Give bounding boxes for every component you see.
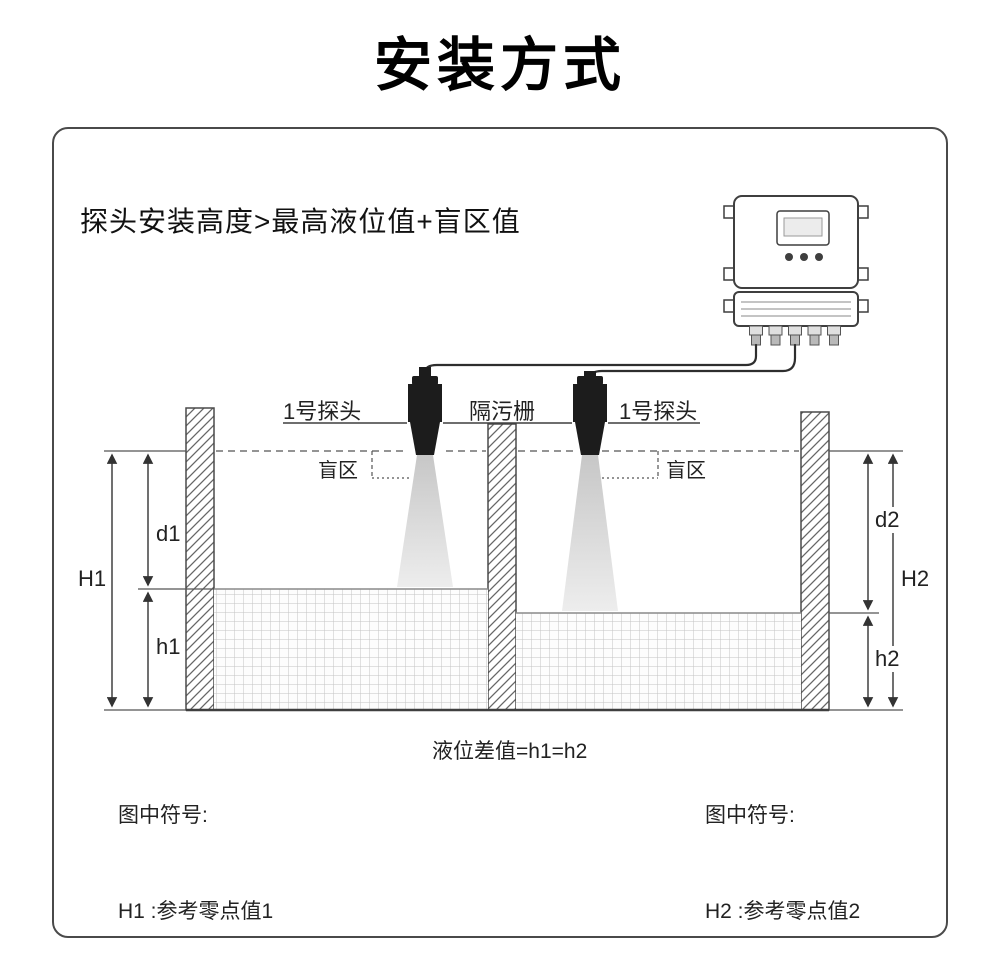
- controller-screen-display: [783, 217, 823, 237]
- controller-device: [723, 195, 869, 346]
- probe-right-label: 1号探头: [619, 399, 698, 424]
- dim-label-H2: H2: [901, 566, 930, 591]
- cable-glands: [749, 325, 841, 346]
- tank-wall-middle: [487, 423, 517, 711]
- controller-terminal-vents: [741, 301, 851, 317]
- dim-label-h1: h1: [153, 634, 184, 660]
- probe-left: [408, 367, 442, 455]
- legend-left-title: 图中符号:: [118, 804, 208, 827]
- water-right-tank: [516, 612, 801, 710]
- legend-right-line1: H2 :参考零点值2: [705, 900, 861, 923]
- diagram-frame: [52, 127, 948, 938]
- tank-wall-right: [800, 411, 830, 711]
- tank-wall-left: [185, 407, 215, 711]
- blind-zone-marker-right: [602, 451, 659, 479]
- legend-left-line1: H1 :参考零点值1: [118, 900, 274, 923]
- probe-right: [573, 371, 607, 455]
- ultrasonic-beam-left: [397, 455, 453, 587]
- legend-left: 图中符号: H1 :参考零点值1 d1 :距离值1 h1:物位值1 h1=H1-…: [118, 736, 326, 966]
- dim-label-H1: H1: [78, 566, 107, 591]
- blind-zone-left-label: 盲区: [318, 460, 358, 482]
- probe-left-label: 1号探头: [283, 399, 362, 424]
- dim-label-d2: d2: [872, 507, 903, 533]
- legend-right: 图中符号: H2 :参考零点值2 d2 :距离值2 h2:物位值2 h2=H2-…: [705, 736, 913, 966]
- dim-label-d1: d1: [153, 521, 184, 547]
- ultrasonic-beam-right: [562, 455, 618, 611]
- blind-zone-marker-left: [371, 451, 410, 479]
- legend-right-title: 图中符号:: [705, 804, 795, 827]
- page-title: 安装方式: [373, 33, 626, 98]
- legend-center: 液位差值=h1=h2: [432, 740, 588, 763]
- dimension-ticks: [104, 450, 903, 711]
- barrier-label: 隔污栅: [469, 399, 536, 424]
- installation-note: 探头安装高度>最高液位值+盲区值: [80, 206, 521, 237]
- controller-buttons: [785, 253, 823, 261]
- dim-label-h2: h2: [872, 646, 903, 672]
- water-left-tank: [214, 588, 488, 710]
- blind-zone-right-label: 盲区: [666, 460, 706, 482]
